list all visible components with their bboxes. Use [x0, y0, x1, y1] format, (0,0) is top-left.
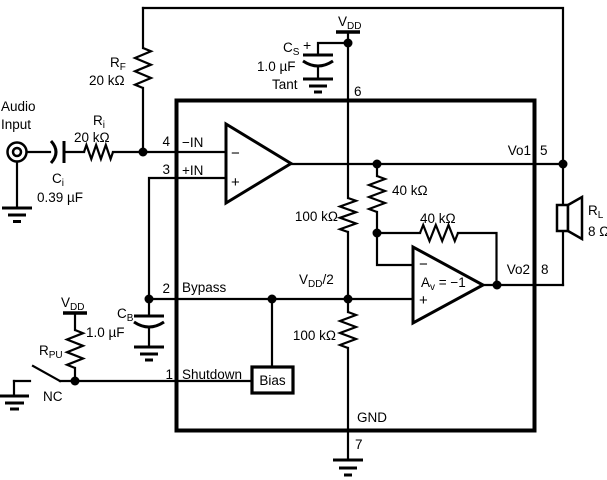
cs-polarity-label: +: [303, 37, 311, 53]
amp1-plus-sign: +: [231, 174, 240, 191]
pin7-ground-symbol: [333, 458, 363, 477]
r40k-feedback-label: 40 kΩ: [420, 211, 456, 226]
ri-ref-label: Ri: [93, 113, 105, 131]
pin4-name: −IN: [182, 135, 203, 150]
r40k-vertical-label: 40 kΩ: [392, 183, 428, 198]
speaker-driver: [555, 203, 570, 233]
r100k-upper-label: 100 kΩ: [295, 209, 338, 224]
nc-ground-symbol: [0, 394, 29, 411]
feedback-top-wire: [141, 6, 565, 166]
pin5-number: 5: [540, 143, 548, 158]
vdd-shutdown-label: VDD: [61, 295, 84, 313]
cb-curved-plate: [133, 320, 165, 329]
cb-value-label: 1.0 µF: [86, 325, 125, 340]
jack-inner-ring: [11, 146, 23, 158]
vdd-top-label: VDD: [338, 14, 361, 32]
cs-capacitor: [302, 53, 334, 68]
pin5-name: Vo1: [508, 143, 531, 158]
pin8-name: Vo2: [507, 262, 530, 277]
pin4-number: 4: [162, 134, 170, 149]
switch-lever: [31, 364, 62, 383]
resistors: [63, 46, 460, 370]
ci-ref-label: Ci: [52, 171, 64, 189]
rf-value-label: 20 kΩ: [89, 73, 125, 88]
bias-block-label: Bias: [259, 373, 286, 388]
cs-branch-wire: [316, 41, 350, 56]
audio-label-line2: Input: [1, 117, 31, 132]
amp1-triangle: [224, 121, 294, 206]
amp1-minus-sign: −: [231, 145, 240, 162]
cb-ground-symbol: [134, 345, 164, 362]
pin6-number: 6: [354, 84, 362, 99]
amp2-triangle: [411, 244, 487, 326]
ci-value-label: 0.39 µF: [37, 190, 83, 205]
pin7-number: 7: [355, 437, 363, 452]
r100k-lower-resistor: [336, 310, 360, 350]
rl-value-label: 8 Ω: [588, 224, 607, 239]
junction-dots: [70, 38, 568, 386]
cb-capacitor: [133, 314, 165, 329]
rf-ref-label: RF: [110, 55, 126, 73]
audio-jack: [6, 141, 28, 163]
pin3-number: 3: [162, 162, 170, 177]
cs-curved-plate: [302, 59, 334, 68]
pin1-name: Shutdown: [182, 367, 242, 382]
feedback40k-right-wire: [456, 231, 498, 287]
cs-type-label: Tant: [272, 77, 298, 92]
nc-label: NC: [43, 389, 63, 404]
plus-in-wire: [147, 176, 228, 301]
pin3-name: +IN: [182, 163, 203, 178]
cs-value-label: 1.0 µF: [257, 59, 296, 74]
labels: Audio Input Ci 0.39 µF Ri 20 kΩ RF 20 kΩ…: [1, 14, 607, 452]
gnd-label: GND: [357, 410, 387, 425]
pin1-number: 1: [165, 367, 173, 382]
rl-ref-label: RL: [588, 203, 604, 221]
amp2-minus-wire: [375, 231, 415, 267]
audio-ground-symbol: [2, 206, 32, 223]
amp2-plus-sign: +: [419, 292, 428, 309]
r40k-feedback-resistor: [418, 221, 460, 245]
ci-curved-plate: [49, 139, 58, 165]
cb-ref-label: CB: [117, 306, 134, 324]
pin2-number: 2: [162, 281, 170, 296]
audio-label-line1: Audio: [1, 99, 36, 114]
r100k-upper-resistor: [336, 196, 360, 234]
ri-resistor: [82, 141, 115, 163]
amp2-gain-label: Av = −1: [421, 275, 466, 293]
pin2-name: Bypass: [182, 280, 227, 295]
wires: [12, 6, 565, 461]
r40k-vertical-resistor: [365, 174, 389, 214]
amp2-minus-sign: −: [419, 256, 428, 273]
bias-block-box: [250, 365, 295, 395]
cs-ref-label: CS: [283, 40, 300, 58]
speaker-horn: [566, 194, 584, 242]
pin8-number: 8: [541, 262, 549, 277]
rpu-resistor: [63, 328, 87, 370]
speaker-symbol: [555, 194, 584, 242]
ri-value-label: 20 kΩ: [74, 130, 110, 145]
cs-ground-symbol: [303, 77, 333, 94]
r100k-lower-label: 100 kΩ: [293, 328, 336, 343]
rf-resistor: [132, 46, 154, 90]
rpu-ref-label: RPU: [39, 343, 63, 361]
ci-capacitor: [49, 139, 66, 165]
vdd-half-label: VDD/2: [299, 272, 334, 290]
jack-outer-ring: [6, 141, 28, 163]
ic-body-outline: [174, 98, 537, 433]
